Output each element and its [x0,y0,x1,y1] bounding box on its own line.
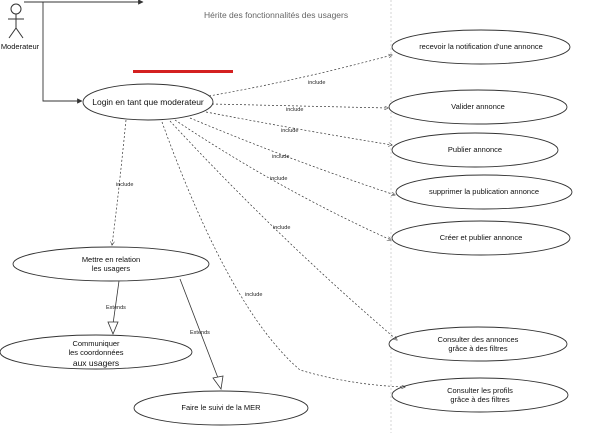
extends-label-communiquer: Extends [106,305,126,311]
supprimer-label: supprimer la publication annonce [428,187,540,196]
consulter-annonces-line-1: Consulter des annonces [437,335,519,344]
creer-label: Créer et publier annonce [439,233,523,242]
extends-arrowhead-suivi [212,375,224,391]
mettre-relation-line-1: Mettre en relation [81,255,141,264]
communiquer-line-1: Communiquer [72,339,120,348]
extends-arrowhead-communiquer [107,321,119,336]
publier-label: Publier annonce [447,145,503,154]
include-edge-valider [211,103,388,108]
communiquer-line-3: aux usagers [72,357,120,368]
include-edge-mettre-relation [112,119,127,245]
red-accent-bar [133,70,233,73]
suivi-label: Faire le suivi de la MER [181,403,261,412]
extends-edge-communiquer [112,280,120,325]
actor-association-login [42,2,83,104]
include-edge-notification [208,55,392,97]
valider-label: Valider annonce [451,102,505,111]
communiquer-line-2: les coordonnées [68,348,124,358]
communiquer-ellipse[interactable] [0,334,193,370]
consulter-profils-ellipse[interactable] [391,377,569,413]
include-edge-consulter-annonces [169,120,397,340]
login-label: Login en tant que moderateur [92,97,204,107]
include-label-consulter-profils: include [245,292,263,298]
mettre-relation-line-2: les usagers [91,264,131,274]
include-edge-supprimer [189,117,395,195]
consulter-profils-label: Consulter les profils grâce à des filtre… [392,386,568,405]
extends-label-suivi: Extends [190,330,210,336]
suivi-ellipse[interactable] [133,390,309,426]
include-edge-publier [205,111,392,145]
include-label-consulter-annonces: include [273,225,291,231]
communiquer-label: Communiquer les coordonnées aux usagers [0,339,192,368]
mettre-relation-label: Mettre en relation les usagers [13,255,209,274]
include-label-mettre-relation: include [116,182,134,188]
consulter-profils-line-2: grâce à des filtres [450,395,510,405]
publier-ellipse[interactable] [391,132,559,168]
consulter-profils-line-1: Consulter les profils [447,386,513,395]
include-label-supprimer: include [272,154,290,160]
login-ellipse[interactable] [82,83,214,121]
actor-label: Moderateur [0,42,40,51]
include-label-valider: include [286,107,304,113]
extends-relations [107,278,224,391]
notification-ellipse[interactable] [391,29,571,65]
actor-stick-figure [8,3,24,39]
notification-label: recevoir la notification d'une annonce [419,42,543,51]
consulter-annonces-ellipse[interactable] [388,326,568,362]
include-label-creer: include [270,176,288,182]
include-edge-consulter-profils [161,121,405,387]
mettre-relation-ellipse[interactable] [12,246,210,282]
include-label-publier: include [281,128,299,134]
extends-edge-suivi [179,278,219,379]
supprimer-ellipse[interactable] [395,174,573,210]
valider-ellipse[interactable] [388,89,568,125]
include-edge-creer [174,119,391,240]
include-label-notification: include [308,80,326,86]
consulter-annonces-line-2: grâce à des filtres [448,344,508,354]
consulter-annonces-label: Consulter des annonces grâce à des filtr… [389,335,567,354]
include-relations [112,55,405,387]
creer-ellipse[interactable] [391,220,571,256]
diagram-title: Hérite des fonctionnalités des usagers [204,10,349,20]
